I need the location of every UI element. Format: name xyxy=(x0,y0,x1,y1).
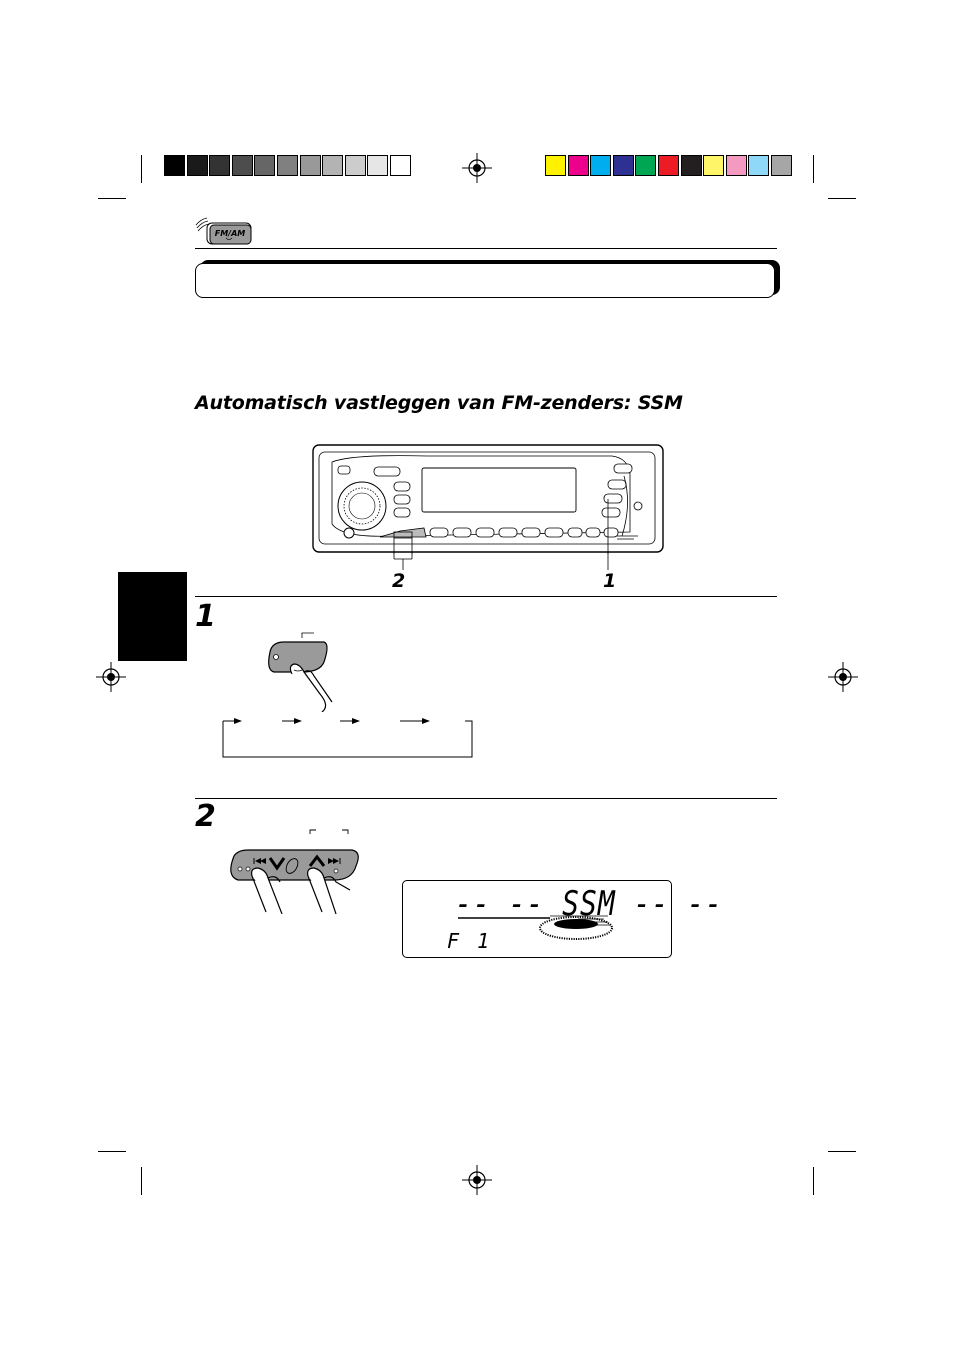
gray-swatch xyxy=(344,155,366,176)
registration-mark-icon xyxy=(828,662,858,692)
color-swatch xyxy=(612,155,634,176)
color-swatch xyxy=(567,155,589,176)
color-swatch xyxy=(658,155,679,176)
callout-1: 1 xyxy=(603,570,617,592)
crop-mark xyxy=(828,1151,856,1152)
language-tab xyxy=(118,572,187,661)
color-swatch xyxy=(680,155,702,176)
seek-buttons-press-illustration xyxy=(230,829,359,914)
registration-mark-icon xyxy=(462,1165,492,1195)
callout-2: 2 xyxy=(392,570,406,592)
step-2-rule xyxy=(195,798,777,799)
step-1-number: 1 xyxy=(195,599,216,634)
band-button-press-illustration xyxy=(268,632,333,712)
color-swatch xyxy=(545,155,566,176)
gray-swatch xyxy=(299,155,321,176)
color-swatch xyxy=(771,155,792,176)
color-swatch xyxy=(635,155,657,176)
gray-swatch xyxy=(367,155,389,176)
display-band-text: F 1 xyxy=(447,929,493,953)
title-box xyxy=(195,263,775,298)
color-swatch xyxy=(748,155,770,176)
gray-swatch xyxy=(277,155,298,176)
crop-mark xyxy=(813,1167,814,1195)
crop-mark xyxy=(98,198,126,199)
gray-swatch xyxy=(322,155,344,176)
color-swatch xyxy=(590,155,612,176)
crop-mark xyxy=(141,1167,142,1195)
crop-mark xyxy=(141,155,142,183)
section-heading: Automatisch vastleggen van FM-zenders: S… xyxy=(195,392,683,414)
display-main-text: -- -- SSM -- -- xyxy=(455,884,723,924)
crop-mark xyxy=(828,198,856,199)
step-2-number: 2 xyxy=(195,799,216,834)
seek-down-icon xyxy=(253,857,286,871)
callout-leaders xyxy=(393,552,609,570)
crop-mark xyxy=(813,155,814,183)
car-stereo-illustration xyxy=(312,444,664,554)
fm-am-icon: FM/AM xyxy=(195,217,252,245)
header-rule xyxy=(195,248,777,249)
display-disc-icon xyxy=(458,915,613,940)
gray-swatch xyxy=(390,155,411,176)
seek-up-icon xyxy=(308,854,341,867)
registration-mark-icon xyxy=(462,153,492,183)
crop-mark xyxy=(98,1151,126,1152)
fm-am-badge-label: FM/AM xyxy=(215,229,246,238)
band-cycle-diagram xyxy=(222,718,473,758)
color-swatch xyxy=(703,155,725,176)
gray-swatch xyxy=(186,155,208,176)
step-1-rule xyxy=(195,596,777,597)
registration-mark-icon xyxy=(96,662,126,692)
gray-swatch xyxy=(209,155,231,176)
gray-swatch xyxy=(254,155,276,176)
gray-swatch xyxy=(164,155,185,176)
lcd-display: -- -- SSM -- -- F 1 xyxy=(402,880,722,958)
color-swatch xyxy=(725,155,747,176)
gray-swatch xyxy=(231,155,253,176)
